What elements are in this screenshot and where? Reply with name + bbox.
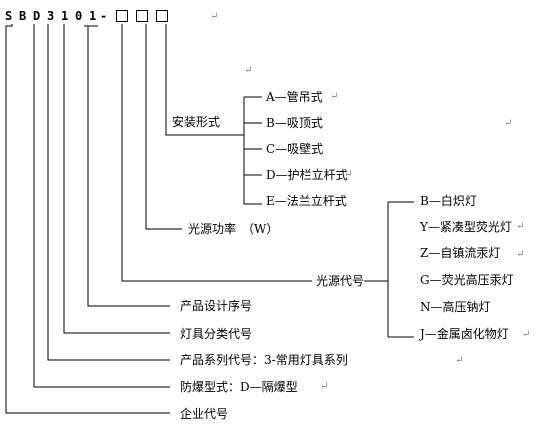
placeholder-box-1 xyxy=(116,10,128,22)
bracket-d xyxy=(47,24,170,361)
mount-option-a: A—管吊式 xyxy=(266,90,323,104)
code-char-1b: 1 xyxy=(89,9,97,23)
paragraph-mark: ↵ xyxy=(516,221,525,232)
code-char-s: S xyxy=(5,9,13,23)
code-char-d: D xyxy=(33,9,41,23)
source-option-j: J—金属卤化物灯 xyxy=(420,327,509,341)
mount-option-e: E—法兰立杆式 xyxy=(266,194,347,208)
code-char-0: 0 xyxy=(75,9,83,23)
paragraph-mark: ↵ xyxy=(504,118,513,129)
mount-type-label: 安装形式 xyxy=(172,115,221,129)
paragraph-mark: ↵ xyxy=(330,91,339,102)
placeholder-box-3 xyxy=(156,10,168,22)
source-option-g: G—荧光高压汞灯 xyxy=(420,273,514,287)
paragraph-mark: ↵ xyxy=(516,249,525,260)
mount-option-d: D—护栏立杆式 xyxy=(266,168,348,182)
bracket-box2 xyxy=(145,24,182,230)
source-option-b: B—白炽灯 xyxy=(420,194,477,208)
code-char-1a: 1 xyxy=(61,9,69,23)
classification-label: 灯具分类代号 xyxy=(180,327,253,341)
bracket-b xyxy=(33,24,170,388)
bracket-design xyxy=(87,26,170,307)
company-label: 企业代号 xyxy=(180,407,229,421)
placeholder-box-2 xyxy=(136,10,148,22)
paragraph-mark: ↵ xyxy=(344,169,353,180)
code-char-dash: - xyxy=(100,9,108,23)
code-char-b: B xyxy=(19,9,27,23)
mount-option-b: B—吸顶式 xyxy=(266,116,323,130)
power-label: 光源功率 （W） xyxy=(188,222,279,236)
bracket-box3 xyxy=(165,24,244,136)
design-seq-label: 产品设计序号 xyxy=(180,299,253,313)
bracket-3 xyxy=(63,24,170,334)
bracket-s xyxy=(5,24,170,414)
series-label: 产品系列代号：3-常用灯具系列 xyxy=(180,353,348,367)
mount-option-c: C—吸壁式 xyxy=(266,142,324,156)
source-option-y: Y—紧凑型荧光灯 xyxy=(420,220,512,234)
paragraph-mark: ↵ xyxy=(455,355,464,366)
paragraph-mark: ↵ xyxy=(210,11,219,22)
code-char-3: 3 xyxy=(47,9,55,23)
paragraph-mark: ↵ xyxy=(244,65,253,76)
explosion-type-label: 防爆型式：D—隔爆型 xyxy=(180,380,298,394)
source-option-z: Z—自镇流汞灯 xyxy=(420,246,501,260)
paragraph-mark: ↵ xyxy=(522,329,531,340)
paragraph-mark: ↵ xyxy=(320,381,329,392)
light-source-label: 光源代号 xyxy=(316,274,365,288)
bracket-box1 xyxy=(121,24,312,282)
source-option-n: N—高压钠灯 xyxy=(420,300,491,314)
